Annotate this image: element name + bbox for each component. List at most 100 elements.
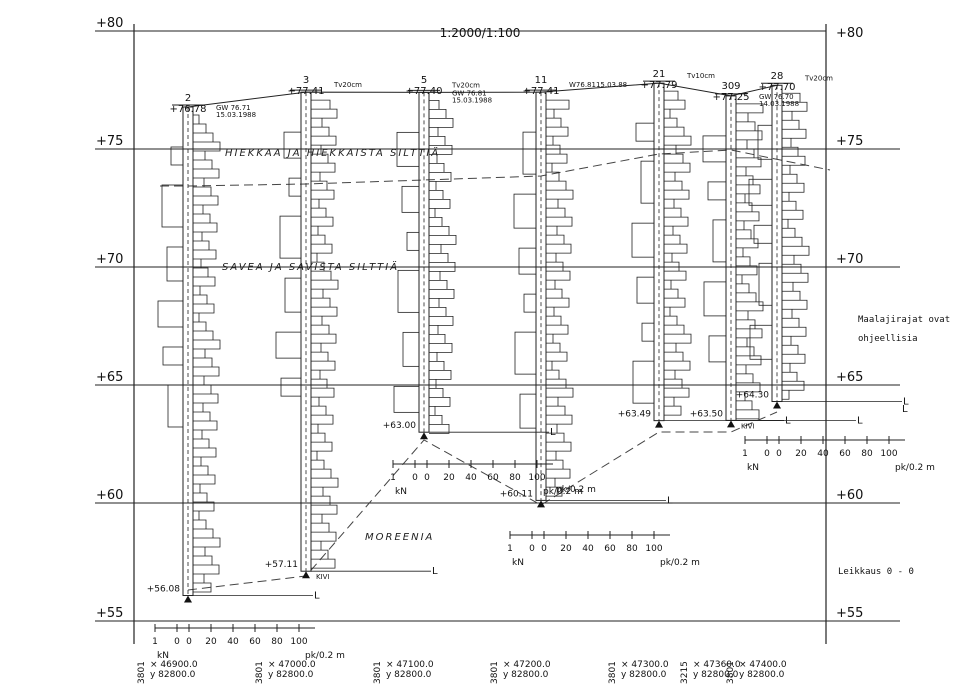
coordinate-y: y 82800.0 xyxy=(621,670,667,680)
scale-pk-tick: 0 xyxy=(424,473,430,483)
scale-pk-tick: 20 xyxy=(795,449,807,459)
scale-kn-0: 0 xyxy=(412,473,418,483)
borehole-bottom-elevation: +60.11 xyxy=(500,489,533,499)
bottom-marker-l: L xyxy=(857,415,863,426)
bottom-marker-l: L xyxy=(550,427,556,438)
scale-kn-1: 1 xyxy=(152,637,158,647)
weight-bar xyxy=(167,384,184,428)
weight-bar xyxy=(632,360,655,404)
weight-bar xyxy=(279,215,302,259)
scale-bar-hole-5 xyxy=(392,460,553,468)
pk-marker: pk/0.2 m xyxy=(556,485,596,495)
weight-bar xyxy=(641,322,655,342)
scale-unit-pk: pk/0.2 m xyxy=(305,651,345,661)
borehole-top-elevation: +77.79 xyxy=(640,80,677,91)
bottom-marker-l: L xyxy=(785,416,791,427)
hole-code: 3801 xyxy=(137,661,147,684)
coordinate-y: y 82800.0 xyxy=(150,670,196,680)
groundwater-level: GW 76.70 xyxy=(759,93,794,101)
borehole-bottom-elevation: +64.30 xyxy=(736,391,770,401)
borehole-bottom-elevation: +57.11 xyxy=(265,560,298,570)
borehole-top-elevation: +77.70 xyxy=(758,82,795,93)
stop-reason: KIVI xyxy=(741,422,755,430)
scale-pk-tick: 60 xyxy=(249,637,261,647)
scale-pk-tick: 40 xyxy=(227,637,239,647)
weight-bar xyxy=(280,377,302,397)
elevation-label-right: +70 xyxy=(836,252,863,267)
scale-pk-tick: 80 xyxy=(861,449,873,459)
scale-pk-tick: 20 xyxy=(443,473,455,483)
borehole-bottom-elevation: +63.00 xyxy=(383,421,417,431)
coordinate-x: × 47360.0 xyxy=(693,660,741,670)
scale-unit-kn: kN xyxy=(747,463,759,473)
surface-note: Tv10cm xyxy=(686,72,715,80)
borehole-2 xyxy=(157,104,313,603)
elevation-label-left: +80 xyxy=(96,16,123,31)
weight-bar xyxy=(757,124,773,160)
bottom-marker-l: L xyxy=(903,397,909,408)
groundwater-level: GW 76.71 xyxy=(216,104,251,112)
scale-pk-tick: 40 xyxy=(582,544,594,554)
weight-bar xyxy=(523,293,537,313)
scale-pk-tick: 100 xyxy=(290,637,307,647)
weight-bar xyxy=(518,247,537,275)
weight-bar xyxy=(396,131,420,167)
weight-bar xyxy=(707,181,727,201)
scale-pk-tick: 100 xyxy=(645,544,662,554)
layer-label-moraine: MOREENIA xyxy=(365,532,434,543)
weight-bar xyxy=(631,222,655,258)
hole-code: 3801 xyxy=(490,661,500,684)
borehole-21 xyxy=(631,80,784,428)
weight-bar xyxy=(708,335,727,363)
elevation-label-left: +55 xyxy=(96,606,123,621)
groundwater-level: GW 76.81 xyxy=(452,89,487,97)
weight-bar xyxy=(284,277,302,313)
scale-bar-hole-28 xyxy=(744,436,905,444)
penetration-profile xyxy=(311,99,339,569)
borehole-top-elevation: +76.78 xyxy=(169,104,206,115)
groundwater-date: 15.03.1988 xyxy=(452,96,492,104)
weight-bar xyxy=(275,331,302,359)
penetration-profile xyxy=(782,92,810,400)
scale-pk-tick: 40 xyxy=(465,473,477,483)
weight-bar xyxy=(406,231,420,251)
bottom-marker-l: L xyxy=(667,495,673,506)
boundary-sand-clay xyxy=(160,149,831,187)
section-label: Leikkaus 0 - 0 xyxy=(838,567,914,577)
layer-label-sand: HIEKKAA JA HIEKKAISTA SILTTIÄ xyxy=(225,146,440,159)
elevation-label-right: +75 xyxy=(836,134,863,149)
elevation-label-right: +60 xyxy=(836,488,863,503)
stop-reason: KIVI xyxy=(316,573,330,581)
layer-label-clay: SAVEA JA SAVISTA SILTTIÄ xyxy=(222,260,399,273)
borehole-11 xyxy=(513,89,666,508)
weight-bar xyxy=(283,131,302,159)
elevation-label-left: +75 xyxy=(96,134,123,149)
borehole-28 xyxy=(748,82,902,409)
penetration-profile xyxy=(546,99,574,497)
borehole-5 xyxy=(393,89,549,440)
coordinate-x: × 47400.0 xyxy=(739,660,787,670)
scale-pk-tick: 80 xyxy=(509,473,521,483)
weight-bar xyxy=(397,269,420,313)
weight-bar xyxy=(748,178,773,206)
scale-pk-tick: 80 xyxy=(271,637,283,647)
coordinate-y: y 82800.0 xyxy=(693,670,739,680)
surface-note: Tv20cm xyxy=(451,81,480,89)
surface-note: Tv20cm xyxy=(333,81,362,89)
hole-code: 3801 xyxy=(726,661,736,684)
borehole-id: 2 xyxy=(185,93,191,104)
hole-code: 3215 xyxy=(680,661,690,684)
stop-marker xyxy=(655,420,663,428)
hole-code: 3801 xyxy=(373,661,383,684)
borehole-top-elevation: +77.40 xyxy=(405,86,442,97)
coordinate-x: × 46900.0 xyxy=(150,660,198,670)
scale-unit-kn: kN xyxy=(157,651,169,661)
scale-pk-tick: 60 xyxy=(487,473,499,483)
bottom-marker-l: L xyxy=(314,591,320,602)
stop-marker xyxy=(184,595,192,603)
scale-pk-tick: 20 xyxy=(205,637,217,647)
weight-bar xyxy=(401,185,420,213)
coordinate-y: y 82800.0 xyxy=(503,670,549,680)
scale-unit-pk: pk/0.2 m xyxy=(543,487,583,497)
elevation-label-right: +55 xyxy=(836,606,863,621)
